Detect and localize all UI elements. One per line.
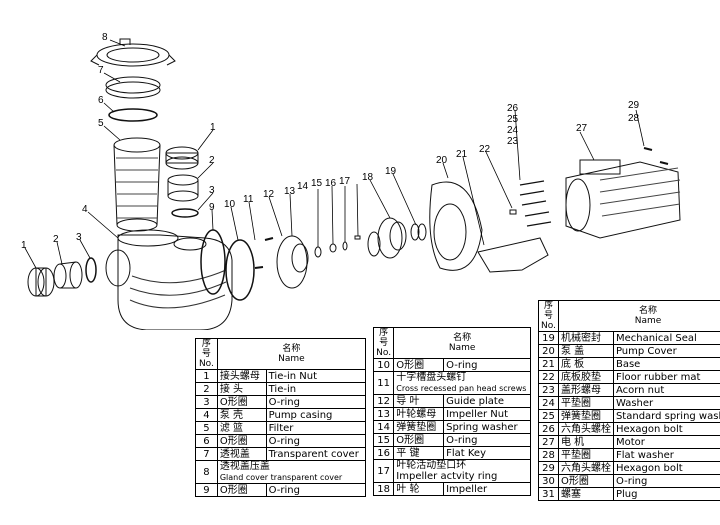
part-filter-basket [113,137,161,232]
callout-7: 7 [98,65,104,76]
callout-24: 24 [507,125,519,136]
callout-18: 18 [362,172,374,183]
part-bolts-28-29 [643,147,669,165]
callout-6: 6 [98,95,104,106]
callout-25: 25 [507,114,519,125]
part-bolts [519,180,552,227]
part-tie-in-left [53,261,83,289]
callout-19: 19 [385,166,397,177]
callout-1-left: 1 [21,240,27,251]
exploded-pump-diagram: 8 7 6 5 1 2 3 4 1 2 3 9 10 11 12 13 14 1… [21,32,681,330]
callout-8: 8 [102,32,108,43]
callout-2-left: 2 [53,234,59,245]
part-motor [565,159,681,239]
part-o-ring-3-left [85,257,97,283]
callout-17: 17 [339,176,351,187]
callout-22: 22 [479,144,491,155]
part-impeller [367,217,407,259]
part-screws-11 [254,237,274,269]
callout-4: 4 [82,204,88,215]
callout-3-right: 3 [209,185,215,196]
part-gland-cover [90,38,176,67]
part-small-fasteners [314,235,361,258]
part-pump-casing [105,229,233,330]
callout-20: 20 [436,155,448,166]
callout-labels: 8 7 6 5 1 2 3 4 1 2 3 9 10 11 12 13 14 1… [21,32,640,251]
callout-28: 28 [628,113,640,124]
callout-26: 26 [507,103,519,114]
callout-12: 12 [263,189,275,200]
part-o-ring-10 [225,239,255,301]
part-pump-cover [429,181,483,271]
part-guide-plate [276,235,309,289]
part-o-ring-3-right [171,208,199,218]
part-floor-rubber-mat [509,209,517,215]
callout-29: 29 [628,100,640,111]
leader-lines [24,39,645,269]
part-base [477,237,549,273]
callout-1-right: 1 [210,122,216,133]
callout-10: 10 [224,199,236,210]
callout-15: 15 [311,178,323,189]
callout-13: 13 [284,186,296,197]
callout-21: 21 [456,149,468,160]
callout-27: 27 [576,123,588,134]
part-tie-in-right [167,174,199,202]
callout-5: 5 [98,118,104,129]
part-o-ring-6 [108,108,158,122]
callout-23: 23 [507,136,519,147]
part-transparent-cover [105,76,161,99]
callout-14: 14 [297,181,309,192]
callout-16: 16 [325,178,337,189]
part-mechanical-seal [410,223,427,241]
callout-9: 9 [209,202,215,213]
callout-2-right: 2 [209,155,215,166]
part-tie-in-nut-right [165,146,199,170]
callout-3-left: 3 [76,232,82,243]
callout-11: 11 [243,194,254,205]
part-tie-in-nut-left [27,267,55,297]
